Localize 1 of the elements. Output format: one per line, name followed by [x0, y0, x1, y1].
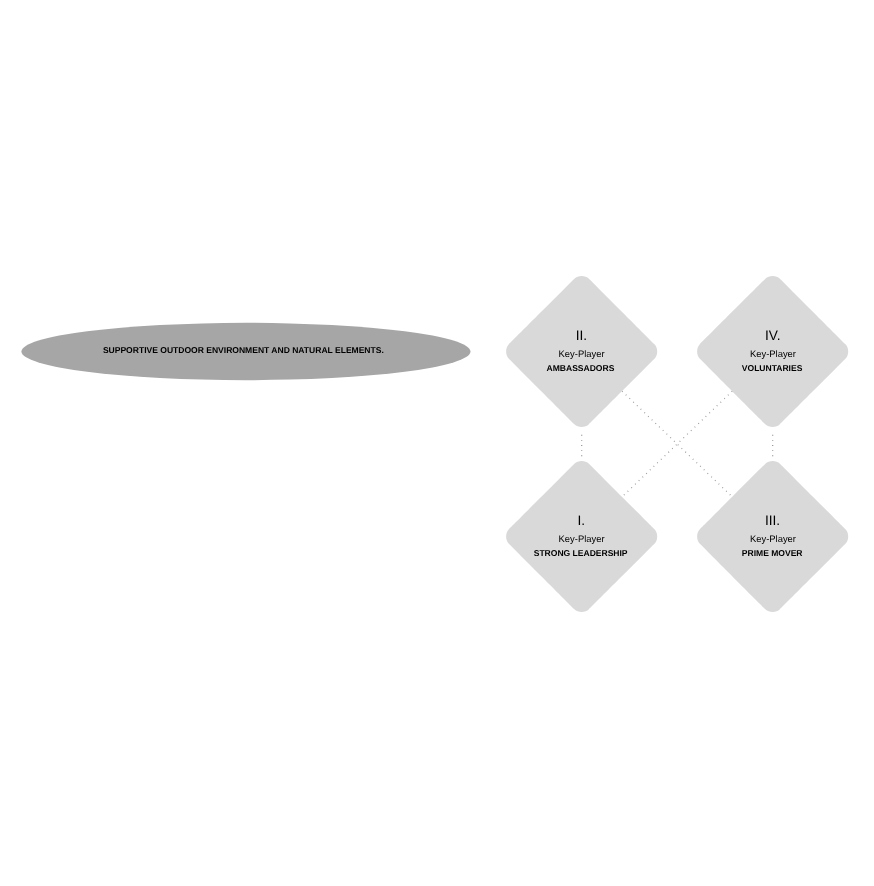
- connector: [621, 389, 733, 497]
